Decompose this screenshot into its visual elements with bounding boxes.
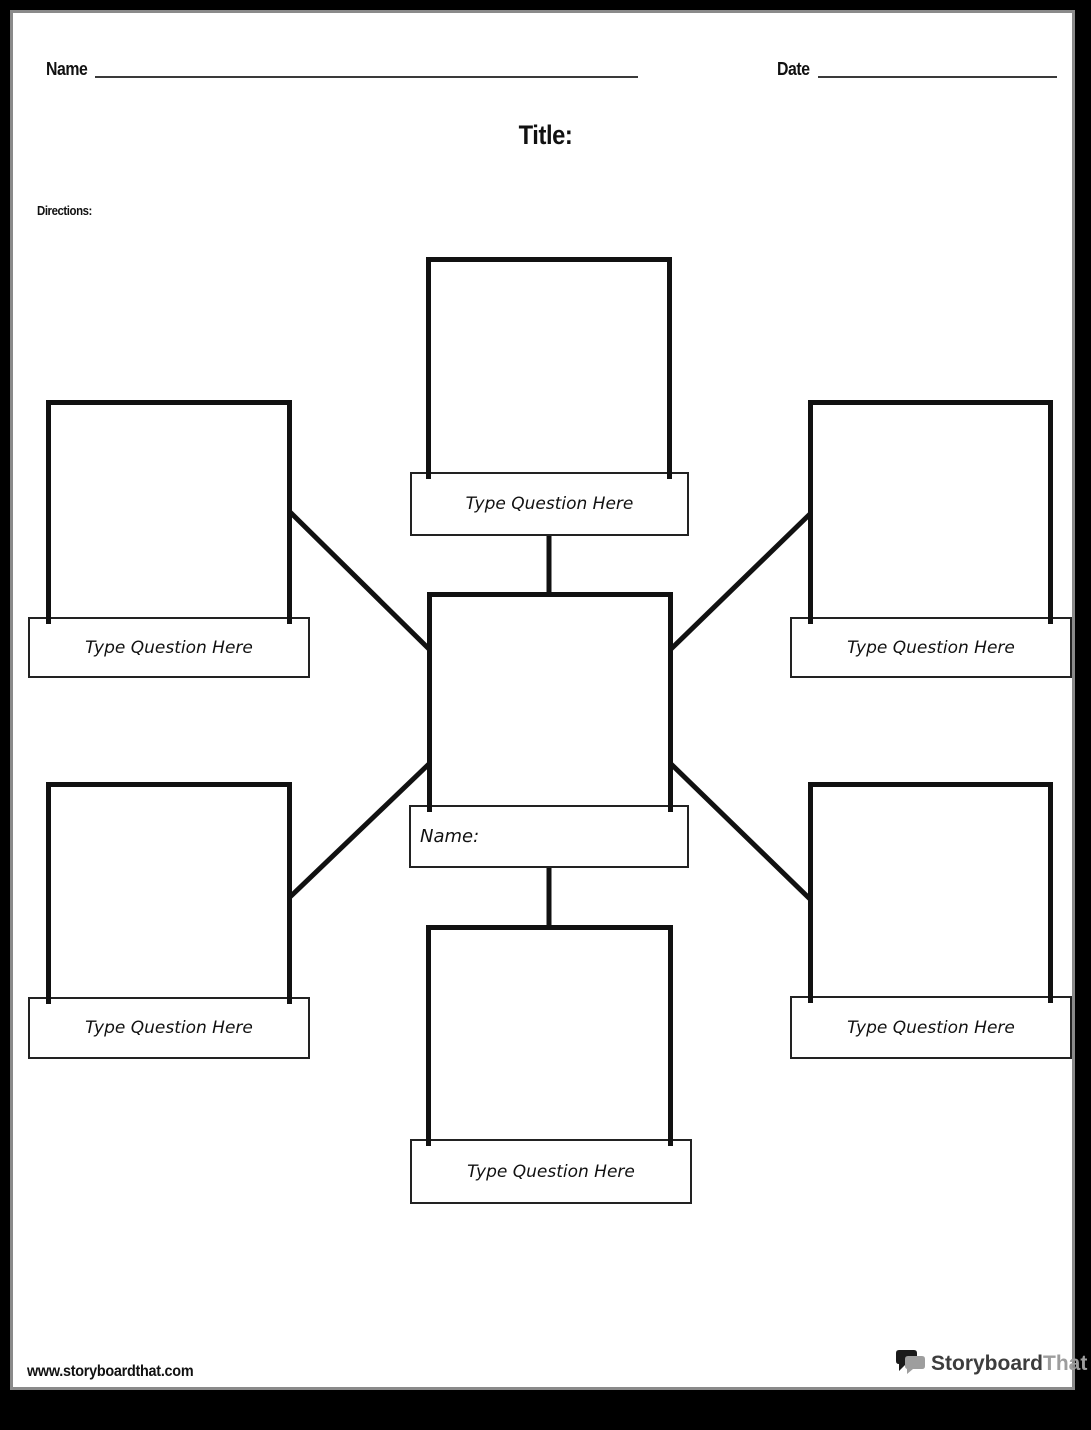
name-write-line [95, 76, 638, 78]
question-image-box-bottom-center[interactable] [426, 925, 673, 1146]
logo-text: StoryboardThat [931, 1352, 1087, 1376]
question-label-bottom-center[interactable]: Type Question Here [410, 1139, 692, 1204]
speech-bubbles-icon [896, 1350, 925, 1374]
storyboardthat-logo: StoryboardThat [895, 1349, 1087, 1378]
title-row: Title: [0, 120, 1091, 151]
date-write-line [818, 76, 1057, 78]
connector-top-right [668, 511, 813, 652]
center-name-label[interactable]: Name: [409, 805, 689, 868]
question-label-top-left[interactable]: Type Question Here [28, 617, 310, 678]
directions-label: Directions: [37, 203, 92, 218]
question-image-box-bottom-right[interactable] [808, 782, 1053, 1003]
question-image-box-top-center[interactable] [426, 257, 672, 479]
question-label-bottom-left[interactable]: Type Question Here [28, 997, 310, 1059]
logo-text-that: That [1043, 1351, 1088, 1375]
question-image-box-top-right[interactable] [808, 400, 1053, 624]
logo-text-storyboard: Storyboard [931, 1351, 1044, 1375]
question-label-top-center[interactable]: Type Question Here [410, 472, 689, 536]
connector-bottom-right [668, 761, 813, 902]
question-label-top-right[interactable]: Type Question Here [790, 617, 1072, 678]
question-label-bottom-right[interactable]: Type Question Here [790, 996, 1072, 1059]
name-field-label: Name [46, 59, 88, 79]
connector-top-left [288, 510, 432, 652]
question-image-box-bottom-left[interactable] [46, 782, 292, 1004]
website-url: www.storyboardthat.com [27, 1363, 194, 1380]
question-image-box-top-left[interactable] [46, 400, 292, 624]
connector-bottom-left [288, 761, 432, 899]
date-field-label: Date [777, 59, 810, 79]
center-image-box[interactable] [427, 592, 673, 812]
page-title: Title: [518, 120, 573, 150]
